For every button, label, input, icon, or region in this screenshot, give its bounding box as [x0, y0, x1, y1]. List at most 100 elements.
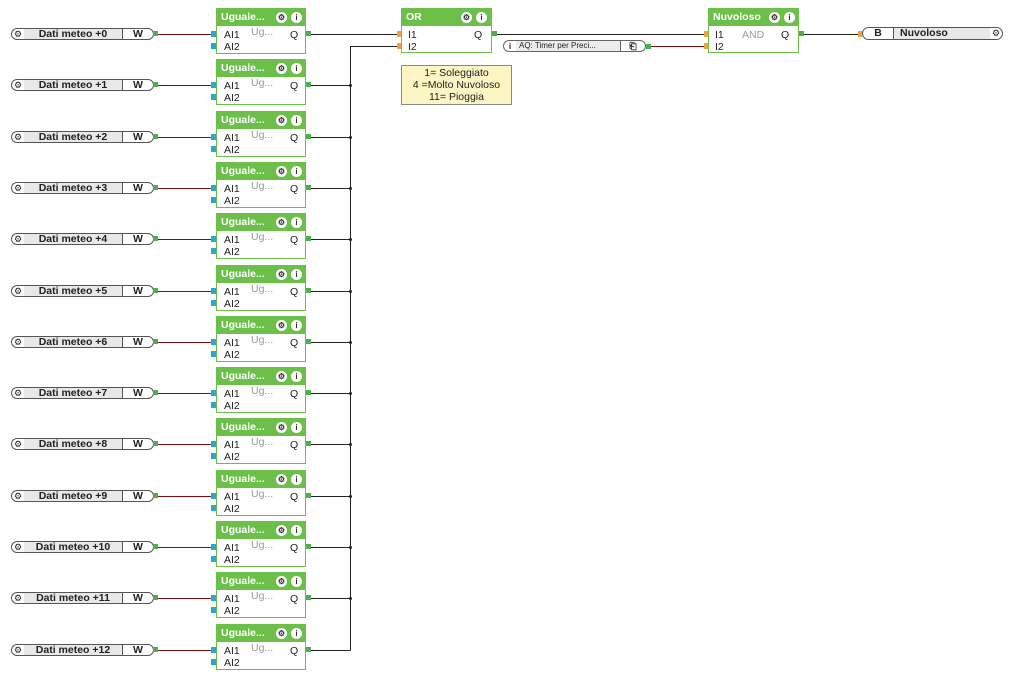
info-icon[interactable]: i — [291, 115, 302, 126]
input-pin-ai2 — [211, 197, 216, 203]
gear-icon[interactable]: ⚙ — [13, 80, 23, 90]
gear-icon[interactable]: ⚙ — [13, 491, 23, 501]
output-nuvoloso[interactable]: B Nuvoloso ⚙ — [862, 27, 1003, 40]
and-block[interactable]: Nuvoloso ⚙ i I1 I2 AND Q — [708, 8, 799, 53]
equal-output-q: Q — [290, 593, 299, 605]
info-icon[interactable]: i — [291, 371, 302, 382]
gear-icon[interactable]: ⚙ — [276, 320, 287, 331]
gear-icon[interactable]: ⚙ — [13, 337, 23, 347]
info-icon[interactable]: i — [291, 628, 302, 639]
gear-icon[interactable]: ⚙ — [13, 593, 23, 603]
or-input-i2: I2 — [408, 41, 417, 53]
gear-icon[interactable]: ⚙ — [13, 286, 23, 296]
gear-icon[interactable]: ⚙ — [276, 12, 287, 23]
gear-icon[interactable]: ⚙ — [276, 474, 287, 485]
info-icon[interactable]: i — [784, 12, 795, 23]
gear-icon[interactable]: ⚙ — [276, 166, 287, 177]
input-pin-ai1 — [211, 595, 216, 601]
gear-icon[interactable]: ⚙ — [13, 234, 23, 244]
info-icon[interactable]: i — [291, 63, 302, 74]
gear-icon[interactable]: ⚙ — [276, 269, 287, 280]
gear-icon[interactable]: ⚙ — [276, 576, 287, 587]
gear-icon[interactable]: ⚙ — [991, 28, 1001, 38]
gear-icon[interactable]: ⚙ — [276, 115, 287, 126]
info-icon[interactable]: i — [291, 422, 302, 433]
info-icon[interactable]: i — [291, 12, 302, 23]
input-type: W — [133, 490, 143, 502]
output-pin-q — [306, 595, 311, 600]
equal-input-ai1: AI1 — [224, 80, 240, 92]
input-label: Dati meteo +2 — [24, 132, 123, 142]
input-label: Dati meteo +3 — [24, 183, 123, 193]
gear-icon[interactable]: ⚙ — [276, 525, 287, 536]
input-pin-ai2 — [211, 402, 216, 408]
info-icon[interactable]: i — [291, 525, 302, 536]
gear-icon[interactable]: ⚙ — [769, 12, 780, 23]
timer-reference[interactable]: i AQ: Timer per Preci... ⎗ — [503, 40, 646, 52]
equal-subtitle: Ug... — [251, 77, 274, 89]
info-icon[interactable]: i — [291, 217, 302, 228]
jump-to-icon[interactable]: ⎗ — [629, 40, 637, 51]
equal-output-q: Q — [290, 337, 299, 349]
equal-block-title: Uguale... — [221, 319, 265, 331]
input-pin-ai2 — [211, 146, 216, 152]
gear-icon[interactable]: ⚙ — [276, 628, 287, 639]
equal-input-ai1: AI1 — [224, 542, 240, 554]
equal-input-ai2: AI2 — [224, 298, 240, 310]
gear-icon[interactable]: ⚙ — [13, 439, 23, 449]
info-icon[interactable]: i — [291, 269, 302, 280]
gear-icon[interactable]: ⚙ — [276, 217, 287, 228]
output-pin-q — [306, 82, 311, 87]
info-icon[interactable]: i — [291, 474, 302, 485]
input-pin-ai1 — [211, 390, 216, 396]
gear-icon[interactable]: ⚙ — [13, 645, 23, 655]
gear-icon[interactable]: ⚙ — [13, 542, 23, 552]
gear-icon[interactable]: ⚙ — [13, 183, 23, 193]
gear-icon[interactable]: ⚙ — [13, 388, 23, 398]
or-block[interactable]: OR ⚙ i I1 I2 Q — [401, 8, 492, 53]
gear-icon[interactable]: ⚙ — [276, 371, 287, 382]
info-icon[interactable]: i — [291, 166, 302, 177]
input-label: Dati meteo +8 — [24, 439, 123, 449]
info-icon[interactable]: i — [476, 12, 487, 23]
wire-junction — [349, 597, 352, 600]
gear-icon[interactable]: ⚙ — [276, 63, 287, 74]
gear-icon[interactable]: ⚙ — [461, 12, 472, 23]
gear-icon[interactable]: ⚙ — [276, 422, 287, 433]
gear-icon[interactable]: ⚙ — [13, 132, 23, 142]
info-icon[interactable]: i — [291, 320, 302, 331]
gear-icon[interactable]: ⚙ — [13, 29, 23, 39]
equal-output-q: Q — [290, 183, 299, 195]
equal-subtitle: Ug... — [251, 334, 274, 346]
equal-input-ai2: AI2 — [224, 92, 240, 104]
equal-output-q: Q — [290, 645, 299, 657]
input-label: Dati meteo +11 — [24, 593, 123, 603]
info-icon[interactable]: i — [291, 576, 302, 587]
